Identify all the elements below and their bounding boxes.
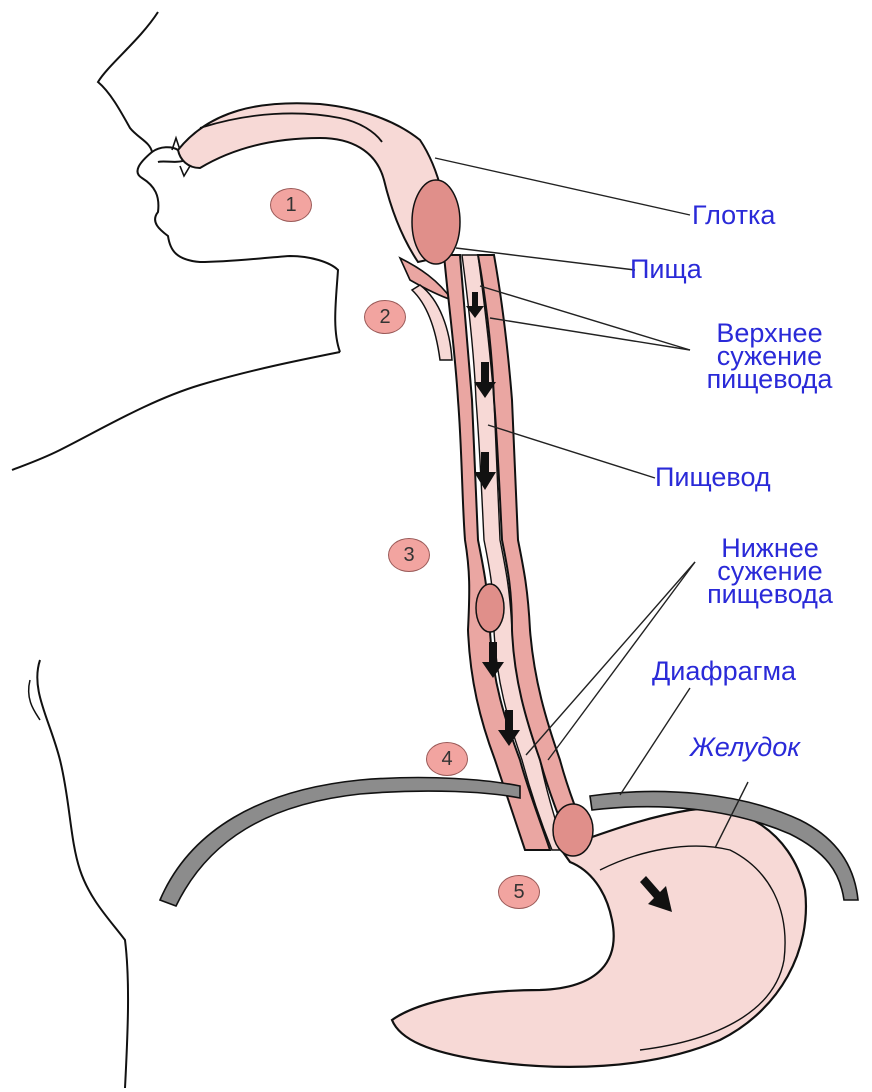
label-upper-narrowing-line-3: пищевода <box>682 368 857 391</box>
food-bolus-mid <box>476 584 504 632</box>
neck-back <box>12 352 340 470</box>
stomach-outline <box>392 809 806 1067</box>
leader-upper-2 <box>490 318 690 350</box>
label-stomach: Желудок <box>690 736 800 759</box>
stage-3-marker: 3 <box>388 538 430 572</box>
stage-4-marker: 4 <box>426 742 468 776</box>
face-profile <box>98 12 340 352</box>
stage-1-marker: 1 <box>270 188 312 222</box>
stage-5-marker: 5 <box>498 875 540 909</box>
label-diaphragm: Диафрагма <box>652 660 796 683</box>
leader-pharynx <box>435 158 690 215</box>
stage-2-marker: 2 <box>364 300 406 334</box>
chest-outline <box>37 660 128 1088</box>
food-bolus-lower <box>553 804 593 856</box>
label-esophagus: Пищевод <box>655 466 771 489</box>
leader-diaphragm <box>620 688 690 795</box>
food-bolus-pharynx <box>412 180 460 264</box>
label-lower-narrowing: Нижнее сужение пищевода <box>680 537 860 606</box>
mouth-cavity <box>178 103 450 262</box>
leader-upper-1 <box>480 286 690 350</box>
label-lower-narrowing-line-3: пищевода <box>680 583 860 606</box>
label-food: Пища <box>630 258 702 281</box>
label-pharynx: Глотка <box>692 204 775 227</box>
label-upper-narrowing: Верхнее сужение пищевода <box>682 322 857 391</box>
diaphragm-band <box>160 778 520 906</box>
